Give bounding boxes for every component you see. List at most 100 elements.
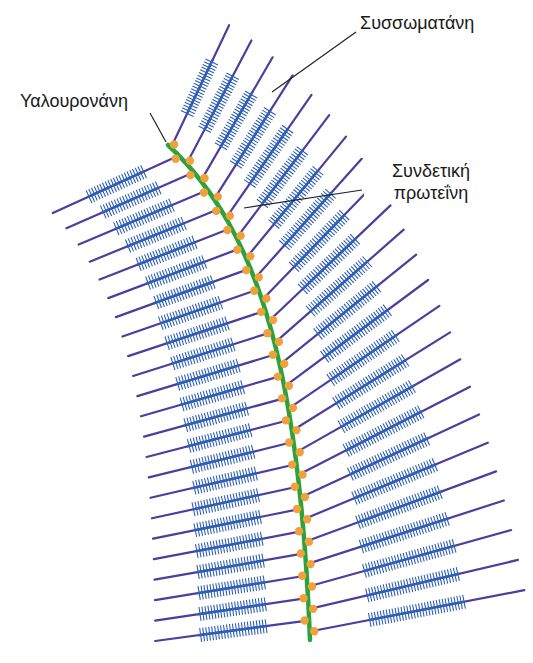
core-protein-line bbox=[90, 209, 220, 262]
glycosaminoglycan-bristles bbox=[187, 423, 252, 452]
core-protein-line bbox=[284, 280, 428, 387]
glycosaminoglycan-bristles bbox=[165, 317, 229, 350]
glycosaminoglycan-bristles bbox=[136, 236, 197, 271]
link-protein-dot bbox=[186, 157, 194, 165]
core-protein-line bbox=[137, 354, 277, 396]
core-protein-line bbox=[153, 509, 302, 539]
glycosaminoglycan-axis bbox=[236, 110, 271, 164]
core-protein-line bbox=[144, 398, 286, 437]
glycosaminoglycan-bristles bbox=[314, 281, 381, 339]
leader-line bbox=[272, 32, 356, 92]
core-protein-line bbox=[310, 590, 525, 631]
link-protein-dot bbox=[280, 360, 288, 368]
aggrecan-label: Συσσωματάνη bbox=[358, 12, 476, 34]
link-protein-dot bbox=[295, 527, 303, 535]
link-protein-dot bbox=[262, 294, 270, 302]
link-protein-dot bbox=[212, 207, 220, 215]
glycosaminoglycan-bristles bbox=[192, 488, 260, 516]
link-protein-dot bbox=[170, 140, 178, 148]
glycosaminoglycan-bristles bbox=[199, 73, 239, 133]
core-protein-line bbox=[123, 289, 259, 336]
leader-line bbox=[244, 190, 362, 208]
glycosaminoglycan-axis bbox=[365, 546, 455, 571]
core-protein-line bbox=[246, 137, 346, 259]
glycosaminoglycan-bristles bbox=[197, 554, 264, 579]
link-protein-dot bbox=[269, 351, 277, 359]
link-protein-dot bbox=[269, 316, 277, 324]
glycosaminoglycan-bristles bbox=[369, 595, 466, 627]
core-protein-line bbox=[269, 205, 391, 321]
link-protein-dot bbox=[275, 338, 283, 346]
core-protein-line bbox=[100, 228, 232, 280]
glycosaminoglycan-bristles bbox=[159, 296, 223, 330]
core-protein-line bbox=[306, 501, 504, 565]
core-protein-line bbox=[262, 182, 377, 300]
link-protein-dot bbox=[308, 582, 316, 590]
core-protein-line bbox=[155, 553, 306, 580]
core-protein-line bbox=[155, 620, 309, 641]
link-protein-dot bbox=[291, 483, 299, 491]
link-protein-dot bbox=[296, 448, 304, 456]
glycosaminoglycan-bristles bbox=[200, 619, 267, 642]
glycosaminoglycan-bristles bbox=[181, 59, 218, 117]
link-protein-label: Συνδετική πρωτεΐνη bbox=[364, 160, 498, 204]
link-protein-dot bbox=[292, 426, 300, 434]
link-protein-dot bbox=[278, 394, 286, 402]
core-protein-line bbox=[116, 268, 251, 317]
link-protein-dot bbox=[309, 605, 317, 613]
glycosaminoglycan-bristles bbox=[154, 275, 215, 309]
core-protein-line bbox=[292, 332, 450, 430]
glycosaminoglycan-bristles bbox=[298, 234, 360, 294]
glycosaminoglycan-bristles bbox=[199, 597, 266, 621]
link-protein-dot bbox=[293, 505, 301, 513]
hyaluronan-label: Υαλουρονάνη bbox=[18, 90, 130, 112]
core-protein-line bbox=[155, 576, 307, 601]
core-protein-line bbox=[66, 172, 193, 228]
link-protein-dot bbox=[298, 470, 306, 478]
link-protein-dot bbox=[299, 594, 307, 602]
link-protein-dot bbox=[301, 616, 309, 624]
link-protein-dot bbox=[306, 560, 314, 568]
link-protein-dot bbox=[214, 192, 222, 200]
link-protein-dot bbox=[242, 266, 250, 274]
link-protein-dot bbox=[282, 416, 290, 424]
core-protein-line bbox=[149, 442, 294, 478]
glycosaminoglycan-bristles bbox=[306, 257, 372, 317]
link-protein-dot bbox=[255, 273, 263, 281]
link-protein-dot bbox=[236, 232, 244, 240]
link-protein-dot bbox=[285, 438, 293, 446]
core-protein-line bbox=[147, 420, 291, 457]
link-protein-dot bbox=[305, 538, 313, 546]
link-protein-dot bbox=[257, 308, 265, 316]
core-protein-line bbox=[275, 230, 404, 343]
link-protein-dot bbox=[263, 329, 271, 337]
core-protein-line bbox=[280, 255, 416, 365]
glycosaminoglycan-bristles bbox=[180, 380, 244, 411]
core-protein-line bbox=[155, 598, 308, 621]
link-protein-group bbox=[170, 140, 319, 635]
link-protein-dot bbox=[200, 188, 208, 196]
core-protein-line bbox=[154, 531, 304, 559]
link-protein-dot bbox=[288, 460, 296, 468]
hyaluronan-strand bbox=[168, 145, 310, 640]
link-protein-dot bbox=[289, 404, 297, 412]
core-protein-line bbox=[255, 159, 362, 279]
link-protein-dot bbox=[172, 155, 180, 163]
glycosaminoglycan-bristles bbox=[194, 510, 262, 537]
core-protein-line bbox=[289, 306, 440, 409]
glycosaminoglycan-axis bbox=[181, 387, 243, 405]
link-protein-dot bbox=[274, 372, 282, 380]
core-protein-line bbox=[301, 415, 480, 498]
link-protein-dot bbox=[303, 515, 311, 523]
glycosaminoglycan-bristles bbox=[114, 199, 175, 235]
glycosaminoglycan-bristles bbox=[196, 532, 264, 558]
link-protein-dot bbox=[298, 572, 306, 580]
glycosaminoglycan-bristles bbox=[327, 330, 399, 386]
link-protein-dot bbox=[200, 174, 208, 182]
link-protein-dot bbox=[285, 382, 293, 390]
link-protein-dot bbox=[250, 287, 258, 295]
glycosaminoglycan-bristles bbox=[333, 355, 409, 410]
glycosaminoglycan-bristles bbox=[366, 567, 460, 602]
aggrecan-group bbox=[53, 25, 525, 642]
core-protein-line bbox=[141, 376, 282, 417]
